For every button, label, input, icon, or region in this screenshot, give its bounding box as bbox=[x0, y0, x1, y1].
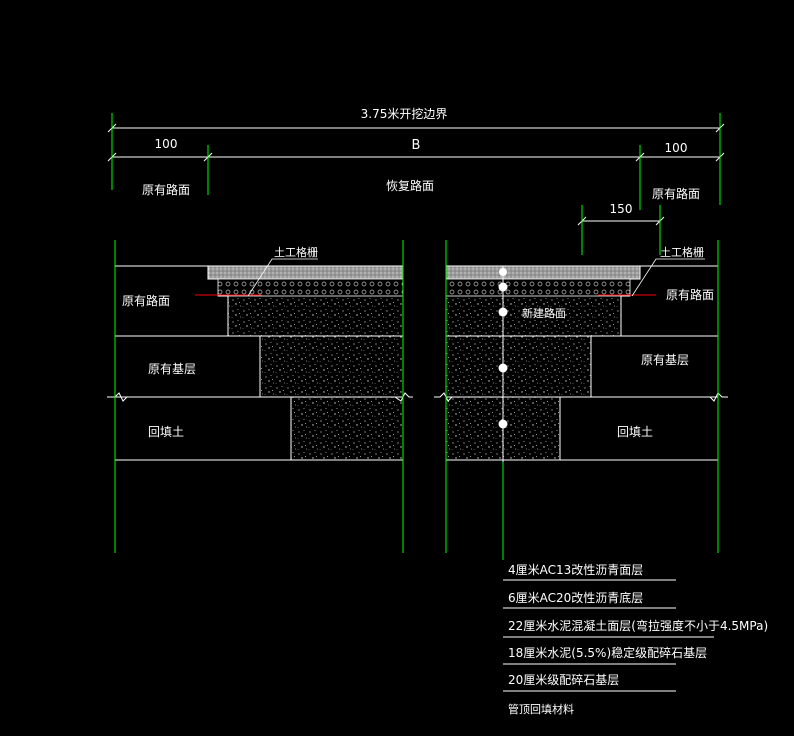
label-new-pavement: 新建路面 bbox=[522, 306, 566, 320]
middle-width-label: B bbox=[412, 138, 421, 153]
legend-item: 6厘米AC20改性沥青底层 bbox=[508, 590, 643, 605]
zone-label-center: 恢复路面 bbox=[386, 178, 434, 193]
left-margin-label: 100 bbox=[155, 137, 178, 151]
legend-item: 管顶回填材料 bbox=[508, 702, 574, 716]
label-orig-pavement-left: 原有路面 bbox=[122, 293, 170, 308]
legend-item: 18厘米水泥(5.5%)稳定级配碎石基层 bbox=[508, 645, 707, 660]
dimension-step bbox=[577, 214, 665, 228]
layer-callout-leader bbox=[498, 266, 508, 462]
step-width-label: 150 bbox=[610, 202, 633, 216]
legend-item: 4厘米AC13改性沥青面层 bbox=[508, 563, 643, 577]
total-width-label: 3.75米开挖边界 bbox=[361, 106, 448, 121]
label-backfill-right: 回填土 bbox=[617, 425, 653, 439]
dimension-total bbox=[107, 120, 725, 136]
legend-item: 22厘米水泥混凝土面层(弯拉强度不小于4.5MPa) bbox=[508, 618, 768, 633]
label-backfill-left: 回填土 bbox=[148, 425, 184, 439]
right-margin-label: 100 bbox=[665, 141, 688, 155]
label-orig-pavement-right: 原有路面 bbox=[666, 287, 714, 302]
layer-legend bbox=[503, 579, 714, 692]
left-section bbox=[107, 258, 413, 461]
excavation-boundaries bbox=[111, 113, 721, 560]
zone-label-right: 原有路面 bbox=[652, 186, 700, 201]
legend-item: 20厘米级配碎石基层 bbox=[508, 672, 619, 687]
label-geogrid-right: 土工格栅 bbox=[660, 245, 704, 259]
zone-label-left: 原有路面 bbox=[142, 182, 190, 197]
label-geogrid-left: 土工格栅 bbox=[274, 245, 318, 259]
label-orig-base-left: 原有基层 bbox=[148, 362, 196, 376]
label-orig-base-right: 原有基层 bbox=[641, 353, 689, 367]
